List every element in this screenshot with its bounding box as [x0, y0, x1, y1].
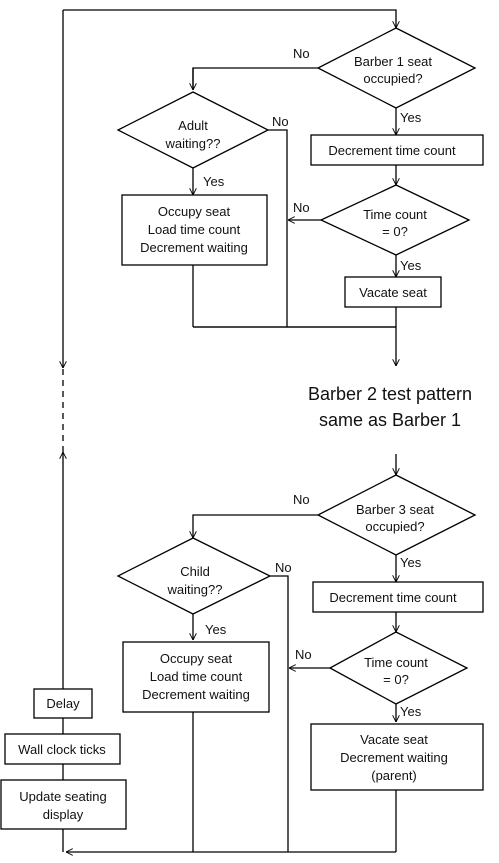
- barber1-timecount-yes-label: Yes: [400, 258, 422, 273]
- barber1-timecount-no-label: No: [293, 200, 310, 215]
- barber1-occupy-line3: Decrement waiting: [140, 240, 248, 255]
- barber3-seat-yes-label: Yes: [400, 555, 422, 570]
- barber3-timecount-yes-label: Yes: [400, 704, 422, 719]
- barber3-seat-no-label: No: [293, 492, 310, 507]
- barber1-seat-decision: Barber 1 seat occupied?: [316, 27, 477, 109]
- delay-label: Delay: [46, 696, 80, 711]
- barber3-occupy-line3: Decrement waiting: [142, 687, 250, 702]
- update-display-line2: display: [43, 807, 84, 822]
- barber1-waiting-line1: Adult: [178, 118, 208, 133]
- barber1-waiting-yes-label: Yes: [203, 174, 225, 189]
- wall-clock-label: Wall clock ticks: [18, 742, 106, 757]
- barber1-waiting-no-label: No: [272, 114, 289, 129]
- barber1-vacate-label: Vacate seat: [359, 285, 427, 300]
- wall-clock-box: Wall clock ticks: [4, 733, 121, 765]
- barber3-timecount-no-label: No: [295, 647, 312, 662]
- barber3-seat-line2: occupied?: [365, 519, 424, 534]
- barber3-vacate-box: Vacate seat Decrement waiting (parent): [310, 723, 484, 791]
- barber3-seat-line1: Barber 3 seat: [356, 502, 434, 517]
- barber3-decrement-box: Decrement time count: [312, 581, 484, 613]
- barber3-waiting-line2: waiting??: [167, 582, 223, 597]
- barber3-timecount-decision: Time count = 0?: [328, 631, 469, 705]
- barber1-timecount-decision: Time count = 0?: [319, 184, 471, 256]
- barber1-occupy-line2: Load time count: [148, 222, 241, 237]
- barber3-seat-decision: Barber 3 seat occupied?: [316, 474, 477, 556]
- barber3-occupy-box: Occupy seat Load time count Decrement wa…: [122, 641, 270, 713]
- barber1-waiting-decision: Adult waiting??: [116, 91, 270, 169]
- barber1-timecount-line2: = 0?: [382, 224, 408, 239]
- barber3-waiting-yes-label: Yes: [205, 622, 227, 637]
- connector-lines: [63, 9, 396, 852]
- barber1-timecount-line1: Time count: [363, 207, 427, 222]
- barber3-timecount-line2: = 0?: [383, 672, 409, 687]
- barber3-occupy-line2: Load time count: [150, 669, 243, 684]
- barber1-decrement-box: Decrement time count: [310, 134, 484, 166]
- barber3-waiting-decision: Child waiting??: [116, 537, 272, 615]
- barber1-seat-line1: Barber 1 seat: [354, 54, 432, 69]
- barber3-vacate-line2: Decrement waiting: [340, 750, 448, 765]
- barber3-waiting-no-label: No: [275, 560, 292, 575]
- barber3-vacate-line1: Vacate seat: [360, 732, 428, 747]
- barber1-occupy-line1: Occupy seat: [158, 204, 231, 219]
- barber3-decrement-label: Decrement time count: [329, 590, 457, 605]
- barber3-vacate-line3: (parent): [371, 768, 417, 783]
- barber3-occupy-line1: Occupy seat: [160, 651, 233, 666]
- barber1-seat-line2: occupied?: [363, 71, 422, 86]
- barber1-vacate-box: Vacate seat: [344, 276, 442, 308]
- barber1-decrement-label: Decrement time count: [328, 143, 456, 158]
- barber2-note-line1: Barber 2 test pattern: [308, 384, 472, 404]
- barber1-seat-no-label: No: [293, 46, 310, 61]
- barber3-waiting-line1: Child: [180, 564, 210, 579]
- barber3-timecount-line1: Time count: [364, 655, 428, 670]
- update-display-box: Update seating display: [0, 779, 127, 830]
- barber2-note-line2: same as Barber 1: [319, 410, 461, 430]
- barber1-waiting-line2: waiting??: [165, 136, 221, 151]
- barber1-seat-yes-label: Yes: [400, 110, 422, 125]
- update-display-line1: Update seating: [19, 789, 106, 804]
- delay-box: Delay: [33, 688, 93, 719]
- barber1-occupy-box: Occupy seat Load time count Decrement wa…: [121, 194, 268, 266]
